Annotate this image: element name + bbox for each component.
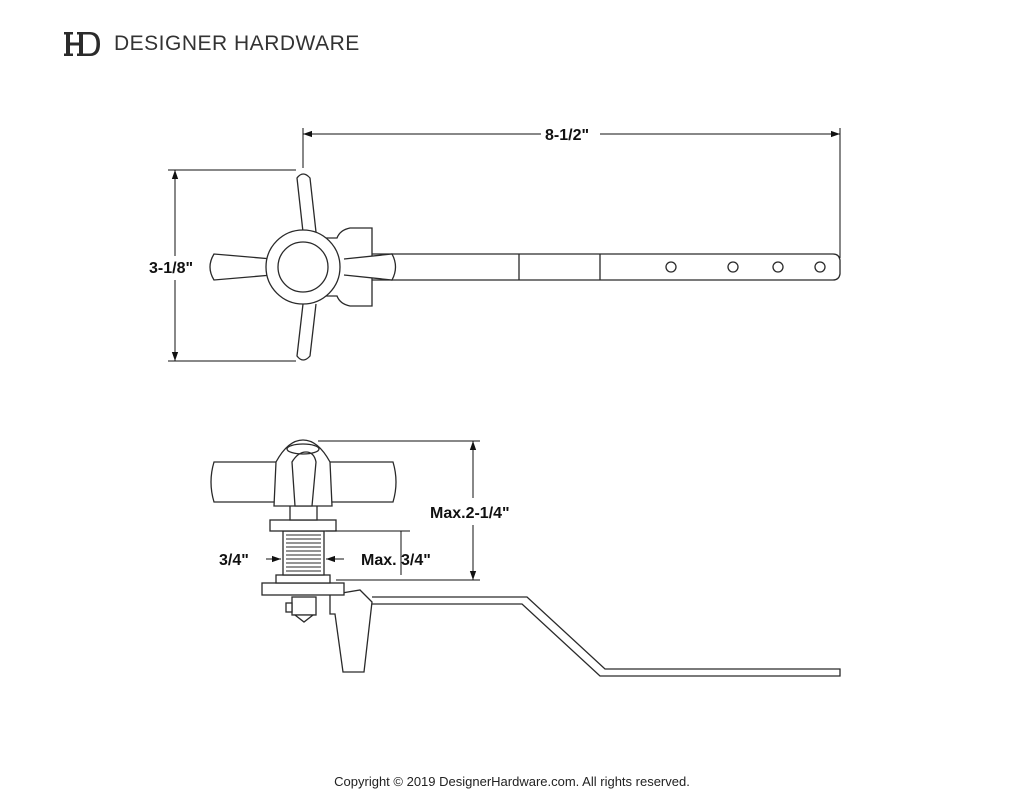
spoke-top	[296, 173, 317, 233]
lever-arm	[372, 253, 841, 281]
spoke-left	[209, 253, 273, 281]
top-view-lever	[209, 173, 841, 361]
spoke-bottom	[296, 303, 317, 361]
spoke-right	[343, 253, 397, 281]
side-lever-arm	[372, 596, 841, 677]
dimension-thread-diameter: 3/4"	[219, 552, 249, 569]
brand-header: DESIGNER HARDWARE	[64, 28, 360, 60]
lever-hole-3	[772, 261, 784, 273]
handle-hub-outer	[265, 229, 341, 305]
dimension-overall-length: 8-1/2"	[545, 127, 589, 144]
handle-hub-inner	[277, 241, 329, 293]
dimension-max-height: Max.2-1/4"	[430, 505, 510, 522]
top-washer	[269, 519, 337, 532]
lever-bracket	[329, 589, 373, 673]
threaded-body	[282, 530, 325, 576]
dimension-max-thread-length: Max. 3/4"	[361, 552, 431, 569]
bottom-flange	[261, 582, 345, 596]
brand-name: DESIGNER HARDWARE	[114, 32, 360, 55]
side-handle-arm-right	[326, 461, 397, 503]
dimension-lines-side	[266, 440, 480, 581]
shaft-nut	[291, 596, 317, 616]
copyright-notice: Copyright © 2019 DesignerHardware.com. A…	[334, 774, 690, 789]
mounting-plate	[319, 227, 373, 307]
lever-hole-4	[814, 261, 826, 273]
lever-hole-2	[727, 261, 739, 273]
side-handle-arm-left	[210, 461, 281, 503]
dimension-lines-top	[168, 128, 841, 362]
lever-hole-1	[665, 261, 677, 273]
dimension-handle-height: 3-1/8"	[149, 260, 193, 277]
thread-lines	[286, 534, 321, 572]
side-view-lever	[210, 439, 841, 677]
hd-monogram-logo-icon	[64, 32, 100, 56]
technical-drawing: 8-1/2" 3-1/8"	[149, 127, 841, 677]
